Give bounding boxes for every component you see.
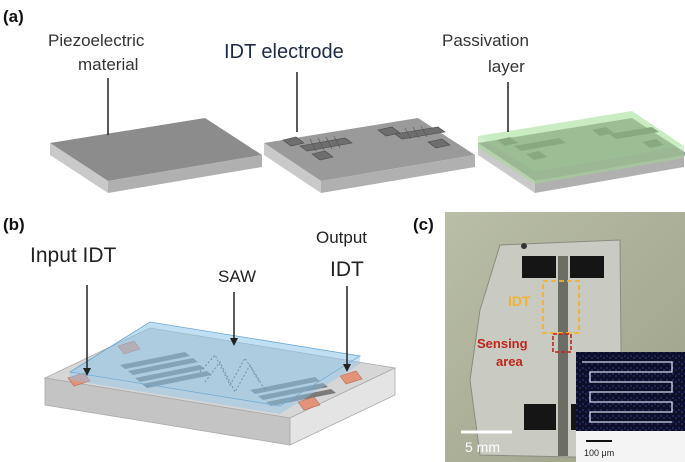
piezoelectric-substrate [50, 118, 262, 193]
idt-photo-label: IDT [508, 293, 531, 309]
panel-a-label: (a) [3, 7, 24, 26]
panel-c-label: (c) [413, 215, 434, 234]
caption-idt-electrode: IDT electrode [224, 41, 344, 63]
substrate-with-electrodes [264, 118, 475, 193]
caption-piezoelectric: Piezoelectric [48, 31, 145, 50]
sensing-photo-label-1: Sensing [477, 336, 528, 351]
sensing-photo-label-2: area [496, 354, 524, 369]
sensing-highlight-box [552, 333, 572, 353]
output-label-line2: IDT [330, 258, 364, 281]
caption-material: material [78, 55, 138, 74]
main-scale-label: 5 mm [465, 439, 500, 455]
idt-highlight-box [542, 280, 580, 334]
caption-passivation: Passivation [442, 31, 529, 50]
caption-layer: layer [488, 57, 525, 76]
sensing-overlay [68, 321, 362, 407]
micrograph-inset: 100 μm [576, 352, 685, 462]
saw-label: SAW [218, 267, 256, 286]
arrow-input-icon [83, 368, 91, 376]
output-label-line1: Output [316, 228, 367, 247]
input-idt-label: Input IDT [30, 244, 117, 267]
substrate-with-passivation [478, 111, 685, 193]
passivation-layer [478, 111, 684, 172]
idt-electrodes [282, 125, 451, 161]
inset-scale-label: 100 μm [584, 448, 614, 458]
panel-b-label: (b) [3, 215, 25, 234]
arrow-saw-icon [230, 338, 238, 346]
arrow-output-icon [343, 364, 351, 372]
